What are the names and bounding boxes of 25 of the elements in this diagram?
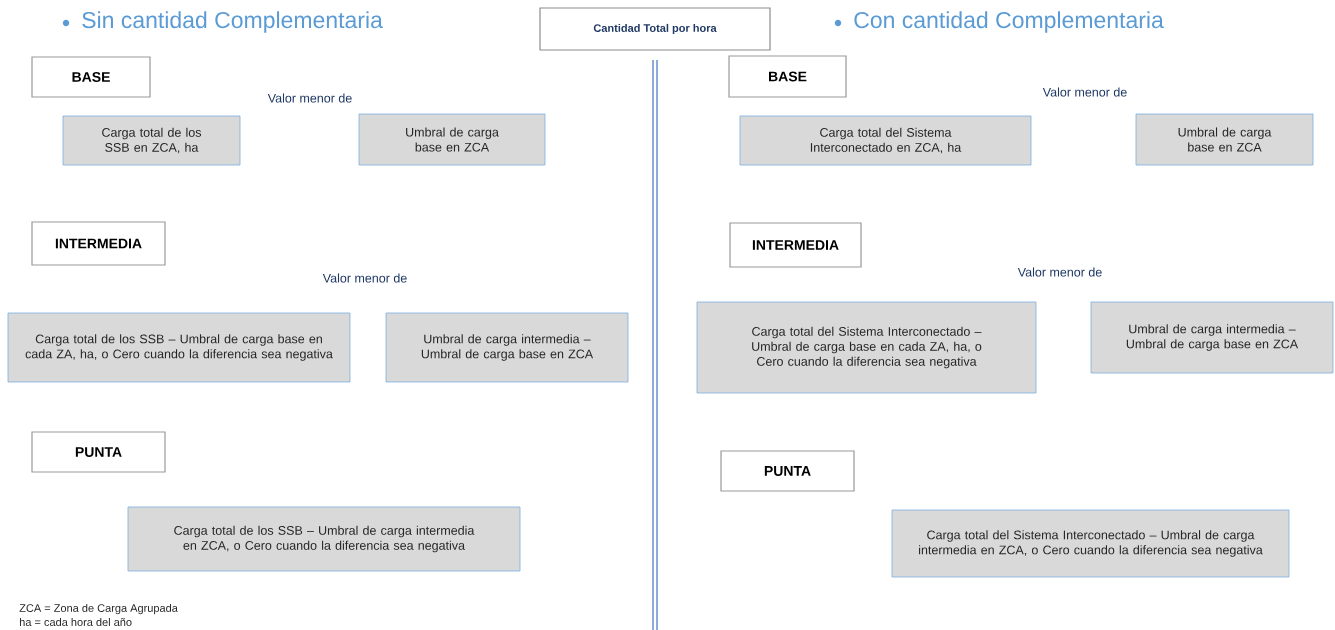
formula-box: Umbral de carga intermedia – Umbral de carga base en ZCA	[385, 312, 629, 383]
category-box: BASE	[31, 56, 151, 98]
category-box: BASE	[728, 55, 847, 98]
formula-box: Carga total del Sistema Interconectado en ZCA, ha	[739, 115, 1032, 166]
heading: Sin cantidad Complementaria	[82, 11, 383, 33]
header-box: Cantidad Total por hora	[539, 7, 771, 51]
category-box: INTERMEDIA	[729, 222, 862, 268]
note-text: Valor menor de	[1042, 87, 1127, 97]
heading: Con cantidad Complementaria	[854, 11, 1164, 33]
note-text: Valor menor de	[322, 273, 407, 283]
footnote: ZCA = Zona de Carga Agrupada	[19, 603, 178, 615]
category-box: PUNTA	[720, 450, 855, 492]
footnote: ha = cada hora del año	[19, 617, 132, 627]
formula-box: Umbral de carga base en ZCA	[1135, 113, 1314, 166]
category-box: PUNTA	[31, 431, 166, 473]
note-text: Valor menor de	[1017, 267, 1102, 277]
formula-box: Carga total del Sistema Interconectado – Umbral de carga base en cada ZA, ha, o Cero cuando la diferencia sea negativa	[696, 301, 1037, 394]
formula-box: Carga total de los SSB en ZCA, ha	[62, 115, 241, 166]
formula-box: Umbral de carga base en ZCA	[358, 113, 546, 166]
formula-box: Carga total del Sistema Interconectado – Umbral de carga intermedia en ZCA, o Cero cuando la diferencia sea negativa	[891, 509, 1290, 578]
category-box: INTERMEDIA	[31, 221, 166, 266]
note-text: Valor menor de	[267, 93, 352, 103]
formula-box: Umbral de carga intermedia – Umbral de carga base en ZCA	[1090, 301, 1334, 374]
formula-box: Carga total de los SSB – Umbral de carga base en cada ZA, ha, o Cero cuando la diferencia sea negativa	[7, 312, 351, 383]
formula-box: Carga total de los SSB – Umbral de carga intermedia en ZCA, o Cero cuando la diferencia sea negativa	[127, 506, 521, 572]
